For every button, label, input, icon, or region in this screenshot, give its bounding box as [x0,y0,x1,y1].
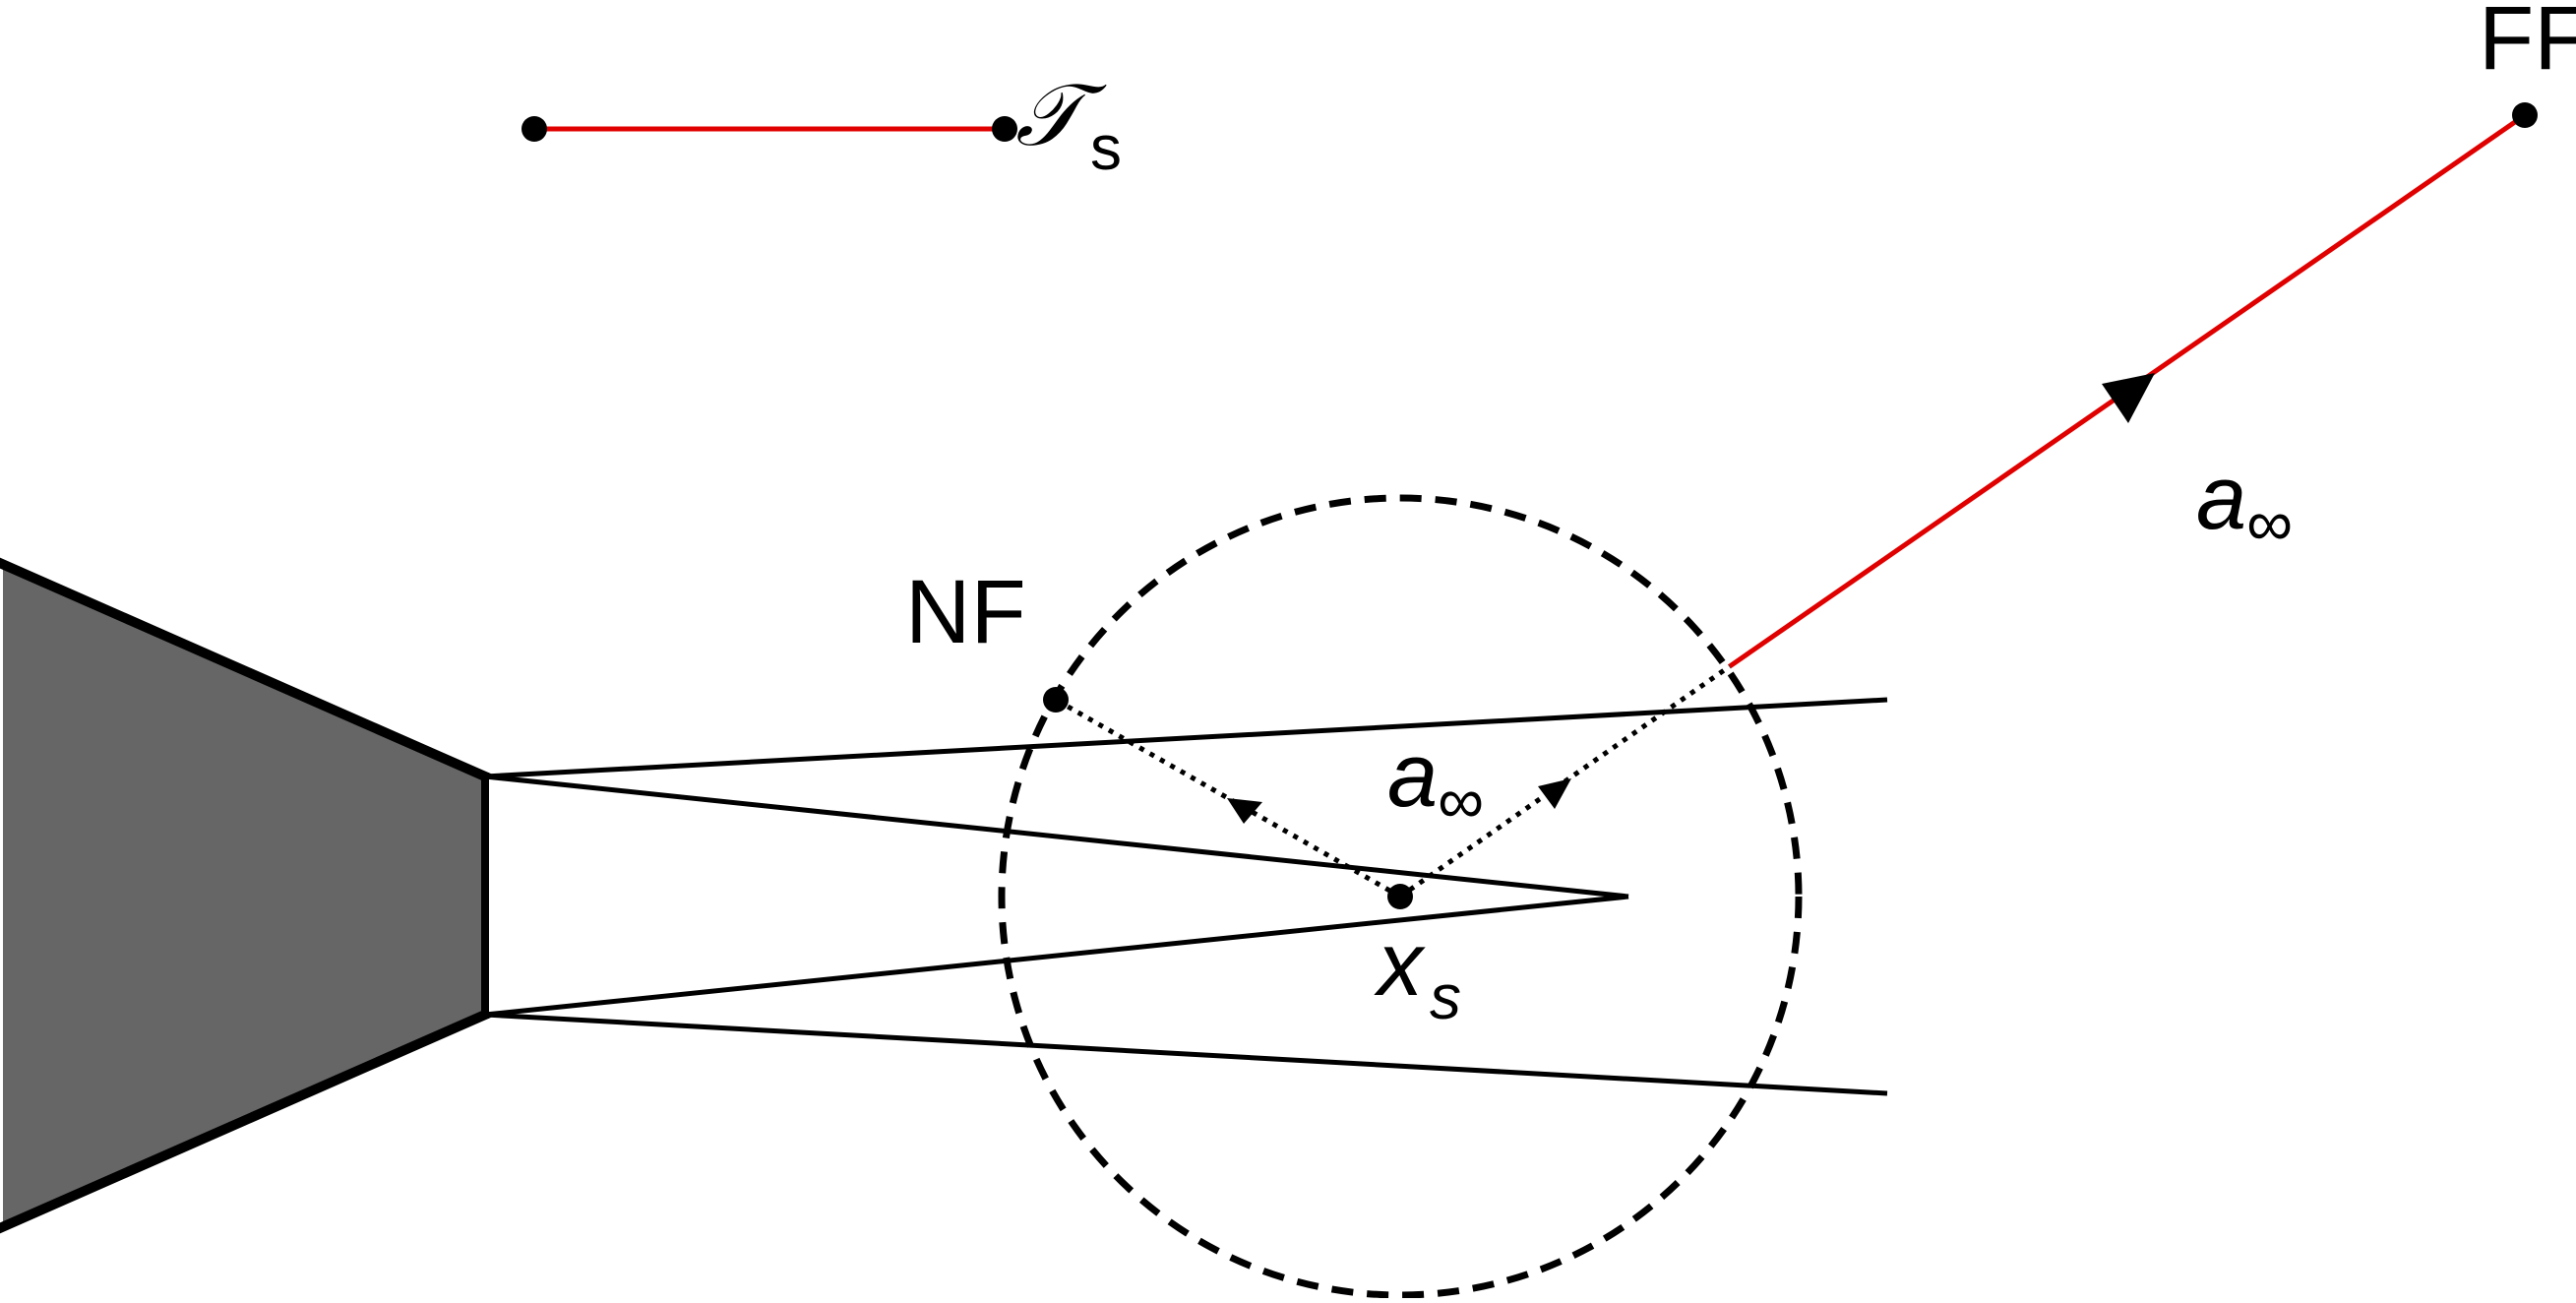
source-position-symbol: x [1374,914,1426,1015]
plume-core-bottom [484,894,1629,1018]
legend-end-dot [992,116,1017,142]
far-speed-symbol: a [2196,448,2246,548]
legend-start-dot [521,116,547,142]
near-speed-symbol: a [1387,725,1438,826]
plume-outer-top [484,697,1888,779]
far-field-arrowhead [2102,373,2155,423]
legend-tau-subscript: s [1090,112,1122,183]
source-position-label: x s [1374,914,1461,1032]
plume-outer-bottom [484,1012,1888,1096]
nf-label: NF [905,562,1026,662]
jet-plume [484,697,1888,1096]
arrowhead-to-nf [1227,798,1262,824]
inlet-body-outline [0,557,492,1234]
source-position-subscript: s [1430,962,1461,1032]
legend-time-segment: 𝒯 s [521,66,1122,183]
near-speed-label: a ∞ [1387,725,1484,837]
far-speed-subscript: ∞ [2246,486,2293,559]
inlet-bottom-edge [0,1008,492,1234]
arrowhead-to-ff-inner [1538,778,1571,809]
ff-point-dot [2512,102,2538,128]
inlet-top-edge [0,557,492,783]
ff-label: FF [2479,0,2576,89]
plume-core-top [484,774,1629,900]
nf-point-dot [1043,687,1069,713]
source-region-circle [998,494,1803,1299]
near-speed-subscript: ∞ [1438,764,1484,837]
far-speed-label: a ∞ [2196,448,2293,559]
inlet-body [3,564,485,1227]
source-point-dot [1387,884,1413,909]
